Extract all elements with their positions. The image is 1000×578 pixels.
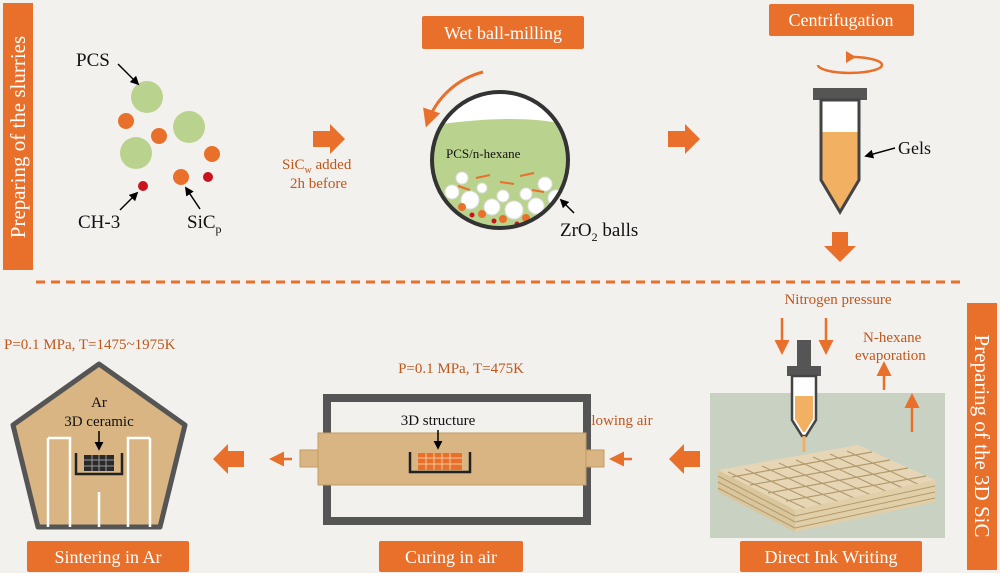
gels-pointer — [864, 147, 896, 159]
section-title-top: Preparing of the slurries — [6, 36, 30, 238]
sicp-particle — [204, 146, 220, 162]
ball-milling-title-box — [422, 16, 584, 49]
curing-crucible — [408, 452, 472, 474]
pcs-particle — [131, 81, 163, 113]
tube-cap — [813, 88, 867, 100]
curing-title-box — [379, 541, 523, 572]
section-band-top — [3, 3, 33, 270]
ball-mill-jar: PCS/n-hexane ZrO2 balls — [430, 90, 638, 244]
sicw-note-line1: SiCw added — [282, 157, 352, 176]
pcs-pointer — [117, 63, 140, 86]
pcs-label: PCS — [76, 50, 110, 71]
centrifuge-tube: Gels — [813, 88, 931, 215]
gels-label: Gels — [898, 138, 931, 158]
furnace-baffles — [48, 436, 150, 492]
spin-arrow — [816, 55, 884, 75]
flow-arrow-1 — [313, 124, 345, 154]
ball-milling-title: Wet ball-milling — [444, 23, 562, 43]
curing-conditions: P=0.1 MPa, T=475K — [398, 361, 524, 377]
raw-materials: PCS CH-3 SiCp — [76, 50, 222, 236]
curing-sample — [418, 453, 462, 470]
centrifugation-title: Centrifugation — [789, 10, 894, 30]
centrifugation-title-box — [769, 4, 914, 36]
flow-arrow-4 — [213, 444, 244, 474]
spin-arrow-head — [846, 51, 856, 63]
nozzle-head — [797, 340, 811, 366]
curing-title: Curing in air — [405, 547, 497, 567]
pcs-particle — [173, 111, 205, 143]
rotation-arrow — [423, 70, 484, 128]
sicp-particle — [173, 169, 189, 185]
flow-arrow-3 — [669, 444, 700, 474]
ch3-pointer — [119, 191, 139, 211]
balls-label: ZrO2 balls — [560, 220, 638, 244]
argon-label: Ar — [91, 395, 107, 411]
sintering-title-box — [27, 541, 189, 572]
tube-furnace: 3D structure — [299, 394, 605, 525]
flow-arrow-2 — [668, 124, 700, 154]
sicp-label: SiCp — [187, 212, 222, 236]
nozzle-ink — [795, 396, 813, 432]
diw-title: Direct Ink Writing — [765, 547, 898, 567]
printing-scene — [710, 340, 945, 538]
sintering-conditions: P=0.1 MPa, T=1475~1975K — [4, 337, 176, 353]
sicp-pointer — [185, 186, 201, 210]
sintering-furnace: Ar 3D ceramic — [10, 361, 188, 530]
flow-arrow-down — [824, 232, 856, 262]
section-title-bottom: Preparing of the 3D SiC — [970, 335, 994, 538]
air-label: Flowing air — [583, 413, 653, 429]
evaporation-label-2: evaporation — [855, 348, 926, 364]
section-band-bottom — [967, 303, 997, 570]
sicp-particle — [118, 113, 134, 129]
sicw-note-line2: 2h before — [290, 176, 347, 192]
tube-outline — [819, 98, 861, 215]
gel-phase — [821, 132, 859, 212]
diw-title-box — [740, 541, 922, 572]
sintering-title: Sintering in Ar — [55, 547, 162, 567]
furnace-walls — [46, 438, 152, 527]
solvent-label: PCS/n-hexane — [446, 146, 521, 161]
balls-pointer — [559, 198, 575, 214]
ceramic-label: 3D ceramic — [64, 414, 134, 430]
pcs-solution — [432, 119, 568, 228]
pressure-label: Nitrogen pressure — [784, 292, 891, 308]
sicp-particle — [151, 128, 167, 144]
jar-wall — [430, 90, 570, 230]
structure-label: 3D structure — [401, 413, 476, 429]
ch3-particle — [138, 181, 148, 191]
nozzle-collar — [787, 366, 821, 376]
ch3-label: CH-3 — [78, 212, 120, 233]
pcs-particle — [120, 137, 152, 169]
sintering-crucible — [74, 453, 124, 476]
evaporation-label-1: N-hexane — [863, 330, 922, 346]
ch3-particle — [203, 172, 213, 182]
